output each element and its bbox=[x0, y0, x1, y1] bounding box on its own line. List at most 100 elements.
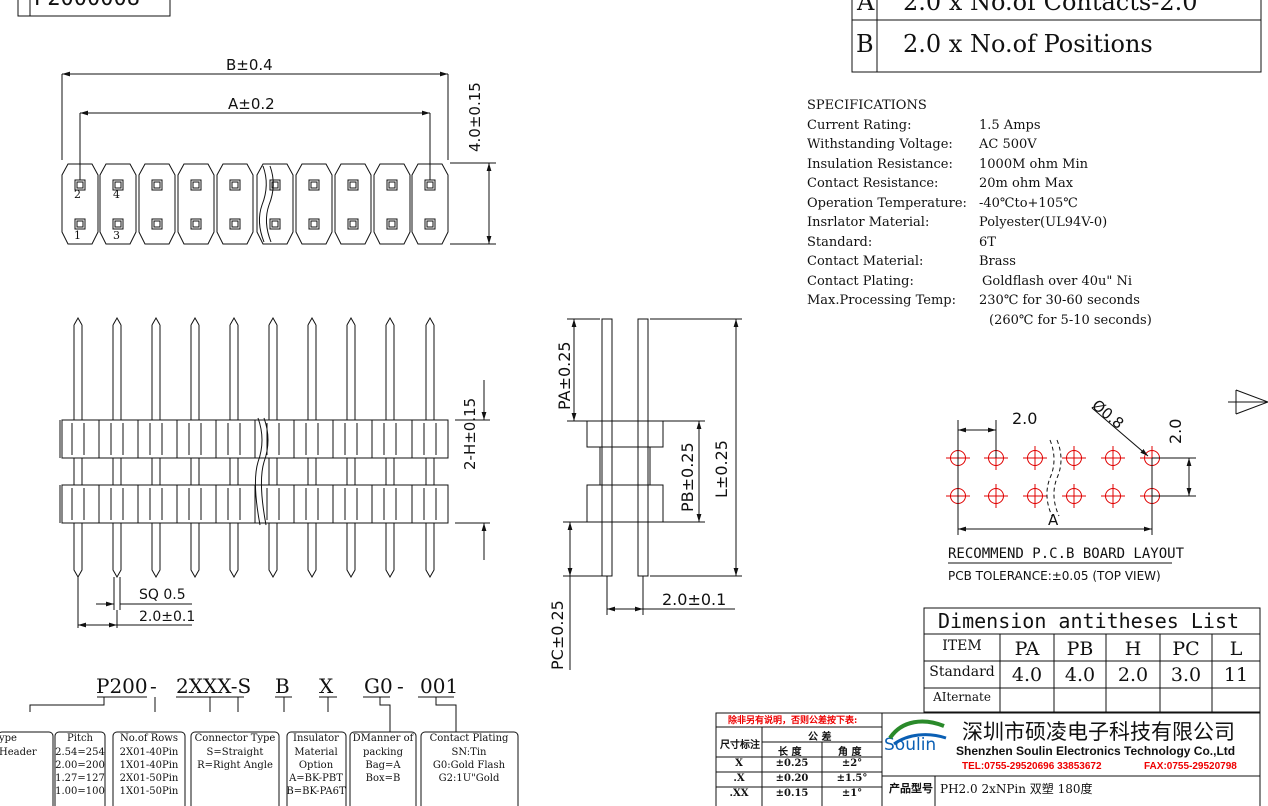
bottom-title-block bbox=[715, 712, 1261, 806]
spec-row: Contact Resistance:20m ohm Max bbox=[807, 174, 1227, 194]
partcode-box-line: Option bbox=[298, 760, 334, 771]
pin-square bbox=[308, 218, 320, 230]
pin-square bbox=[308, 179, 320, 191]
partcode-segment: - bbox=[150, 674, 157, 698]
spec-key: Insrlator Material: bbox=[807, 215, 930, 230]
spec-heading: SPECIFICATIONS bbox=[807, 98, 927, 113]
spec-row: Operation Temperature:-40℃to+105℃ bbox=[807, 194, 1227, 214]
company-tel: TEL:0755-29520696 33853672 bbox=[962, 761, 1102, 772]
title-row-b-text: 2.0 x No.of Positions bbox=[903, 30, 1153, 58]
partcode-box-line: 1.27=127 bbox=[55, 773, 105, 784]
partcode-box-line: G2:1U"Gold bbox=[438, 773, 500, 784]
tolerance-col-tol: 公 差 bbox=[808, 732, 832, 743]
pin-square bbox=[112, 179, 124, 191]
partcode-segment: 001 bbox=[420, 674, 459, 698]
pin-cell bbox=[295, 163, 333, 245]
pin-square bbox=[229, 179, 241, 191]
partcode-box-line: S=Straight bbox=[206, 747, 264, 758]
pin-square bbox=[347, 179, 359, 191]
pin-cell bbox=[373, 163, 411, 245]
spec-value: AC 500V bbox=[979, 137, 1037, 152]
dim-list-alternate-cell: AIternate bbox=[933, 690, 991, 704]
dim-list-header: ITEM bbox=[942, 638, 982, 654]
break-line bbox=[254, 417, 263, 526]
spec-value: 230℃ for 30-60 seconds bbox=[979, 293, 1140, 308]
pin-square bbox=[74, 218, 86, 230]
dimension-list-table bbox=[923, 607, 1261, 713]
dim-list-standard-cell: 4.0 bbox=[1064, 664, 1096, 686]
pin-bottom bbox=[268, 523, 278, 579]
pin-square bbox=[190, 218, 202, 230]
pin-square-inner bbox=[349, 220, 357, 228]
partcode-box-line: Box=B bbox=[365, 773, 401, 784]
pin-top bbox=[307, 316, 317, 420]
partcode-box-line: 2.54=254 bbox=[55, 747, 105, 758]
pin-top bbox=[425, 316, 435, 420]
tolerance-col-dim: 尺寸标注 bbox=[720, 740, 760, 751]
spec-row: Max.Processing Temp:230℃ for 30-60 secon… bbox=[807, 291, 1227, 311]
partcode-segment: 2XXX-S bbox=[176, 674, 252, 698]
spec-row: Withstanding Voltage:AC 500V bbox=[807, 135, 1227, 155]
pin-bottom bbox=[112, 523, 122, 579]
partcode-box-title: No.of Rows bbox=[120, 733, 178, 744]
dim-sq-label: SQ 0.5 bbox=[139, 587, 186, 603]
pcb-pitch-y-label: 2.0 bbox=[1166, 418, 1185, 444]
pcb-title: RECOMMEND P.C.B BOARD LAYOUT bbox=[948, 546, 1185, 562]
pcb-pitch-x-label: 2.0 bbox=[1012, 409, 1038, 428]
pin-square-inner bbox=[310, 181, 318, 189]
dim-list-standard-cell: 2.0 bbox=[1117, 664, 1149, 686]
dim-pc-label: PC±0.25 bbox=[548, 600, 567, 670]
dim-list-title: Dimension antitheses List bbox=[938, 609, 1240, 633]
partcode-box-line: SN:Tin bbox=[451, 747, 487, 758]
pin-square-inner bbox=[114, 181, 122, 189]
pin-square-inner bbox=[426, 181, 434, 189]
pin-square bbox=[386, 218, 398, 230]
spec-value: 1000M ohm Min bbox=[979, 156, 1089, 172]
pin-square bbox=[151, 179, 163, 191]
dim-list-standard-cell: 11 bbox=[1223, 664, 1249, 686]
pin-top bbox=[190, 316, 200, 420]
partcode-box-line: 1.00=100 bbox=[55, 786, 105, 797]
company-name-en: Shenzhen Soulin Electronics Technology C… bbox=[956, 744, 1236, 758]
partcode-box-line: Bag=A bbox=[365, 760, 401, 771]
partcode-box-line: packing bbox=[362, 747, 404, 758]
partcode-box-line: A=BK-PBT bbox=[289, 773, 343, 784]
spec-value: 6T bbox=[979, 234, 996, 250]
pin-bottom bbox=[229, 523, 239, 579]
spec-row: Insrlator Material:Polyester(UL94V-0) bbox=[807, 213, 1227, 233]
spec-value: Goldflash over 40u" Ni bbox=[982, 273, 1133, 289]
pin-square bbox=[151, 218, 163, 230]
pin-square-inner bbox=[76, 220, 84, 228]
partcode-box-title: ype bbox=[0, 733, 17, 744]
pin-top bbox=[112, 316, 122, 420]
partcode-segment: B bbox=[275, 674, 290, 698]
partcode-segment: G0 bbox=[364, 674, 393, 698]
dim-list-standard-cell: Standard bbox=[929, 664, 995, 680]
pcb-layout-drawing bbox=[946, 439, 1164, 517]
pin-bottom bbox=[346, 523, 356, 579]
front-view-drawing bbox=[59, 316, 449, 579]
pin-square-inner bbox=[76, 181, 84, 189]
tolerance-row-key: .X bbox=[733, 773, 745, 784]
pin-cell bbox=[216, 163, 254, 245]
pin-cell bbox=[99, 163, 137, 245]
pin-square-inner bbox=[388, 181, 396, 189]
dim-list-header: L bbox=[1229, 638, 1243, 660]
pin-cell bbox=[177, 163, 215, 245]
dim-4-label: 4.0±0.15 bbox=[466, 82, 484, 152]
break-line bbox=[258, 165, 267, 243]
spec-row: Contact Material:Brass bbox=[807, 252, 1227, 272]
spec-value: (260℃ for 5-10 seconds) bbox=[989, 312, 1152, 328]
pin-cell bbox=[138, 163, 176, 245]
pin-square bbox=[424, 218, 436, 230]
partcode-segment: X bbox=[319, 674, 334, 698]
tolerance-title: 除非另有说明，否则公差按下表: bbox=[728, 716, 858, 726]
partcode-segment: - bbox=[397, 674, 404, 698]
break-line bbox=[265, 165, 274, 243]
pin-square-inner bbox=[114, 220, 122, 228]
pin-label-3: 3 bbox=[113, 229, 120, 242]
pin-square-inner bbox=[426, 220, 434, 228]
dim-list-standard-cell: 4.0 bbox=[1011, 664, 1043, 686]
tolerance-row-angle: ±1° bbox=[841, 788, 863, 799]
